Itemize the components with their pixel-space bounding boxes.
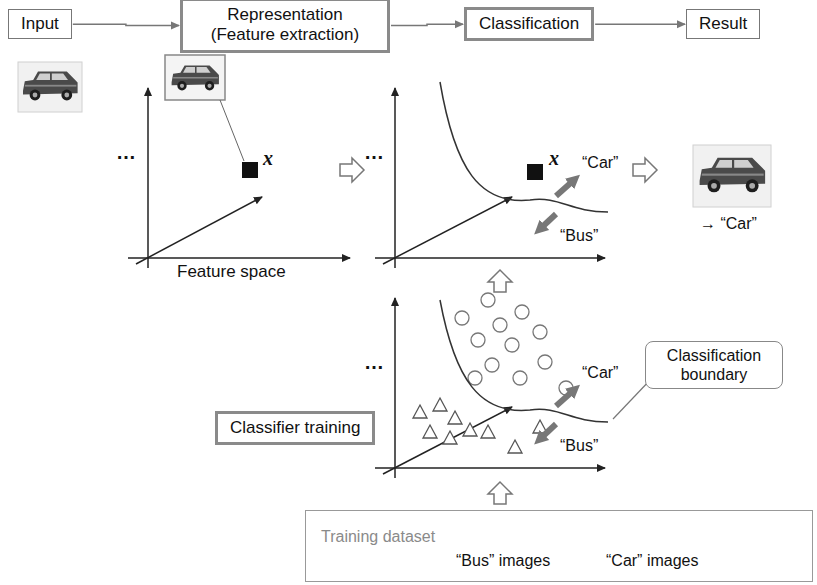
ellipsis-mark: … bbox=[364, 140, 384, 164]
car-thumbnail bbox=[165, 55, 244, 161]
flow-connector bbox=[595, 23, 685, 25]
axis-label: Feature space bbox=[177, 262, 286, 282]
result-box: Result bbox=[686, 9, 760, 39]
class-arrow bbox=[540, 424, 556, 439]
feature-point bbox=[527, 164, 543, 180]
box-text: “Car” images bbox=[606, 551, 698, 570]
flow-connector bbox=[391, 24, 463, 25]
boundary-curve bbox=[440, 82, 608, 212]
process-box: Classification bbox=[464, 7, 594, 41]
box-title: Input bbox=[21, 14, 59, 34]
feature-space-axes bbox=[128, 88, 350, 268]
class-label: “Car” bbox=[582, 363, 618, 382]
flow-arrow bbox=[340, 158, 364, 182]
input-box: Input bbox=[8, 9, 72, 39]
box-title: Classification bbox=[479, 14, 579, 34]
car-image bbox=[693, 145, 771, 207]
process-box: Classifier training bbox=[215, 411, 375, 445]
bus-samples bbox=[413, 398, 547, 453]
box-title: Representation (Feature extraction) bbox=[195, 5, 375, 46]
flow-arrow bbox=[488, 482, 512, 504]
class-label: “Bus” bbox=[560, 436, 598, 455]
class-arrow bbox=[540, 214, 556, 229]
result-label: → “Car” bbox=[700, 214, 757, 233]
flow-arrow bbox=[633, 158, 657, 182]
classification-axes bbox=[375, 88, 605, 268]
class-label: “Car” bbox=[582, 153, 618, 172]
flow-connector bbox=[73, 24, 179, 25]
point-label: x bbox=[263, 146, 273, 170]
feature-point bbox=[242, 162, 258, 178]
box-title: Classifier training bbox=[230, 418, 360, 438]
class-arrow bbox=[556, 390, 574, 406]
ellipsis-mark: … bbox=[364, 350, 384, 374]
class-arrow bbox=[556, 180, 574, 196]
training-axes bbox=[375, 298, 605, 478]
car-image bbox=[18, 62, 82, 112]
box-text: “Bus” images bbox=[456, 551, 550, 570]
point-label: x bbox=[549, 146, 559, 170]
box-title: Classification boundary bbox=[658, 346, 770, 384]
dataset-box: Training dataset “Bus” images “Car” images bbox=[305, 510, 813, 582]
box-title: Training dataset bbox=[321, 527, 435, 546]
class-label: “Bus” bbox=[560, 226, 598, 245]
flow-arrow bbox=[488, 270, 512, 292]
boundary-curve bbox=[440, 300, 608, 422]
process-box: Representation (Feature extraction) bbox=[180, 0, 390, 53]
car-samples bbox=[455, 293, 573, 395]
ellipsis-mark: … bbox=[116, 140, 136, 164]
callout-box: Classification boundary bbox=[645, 341, 783, 389]
box-title: Result bbox=[699, 14, 747, 34]
